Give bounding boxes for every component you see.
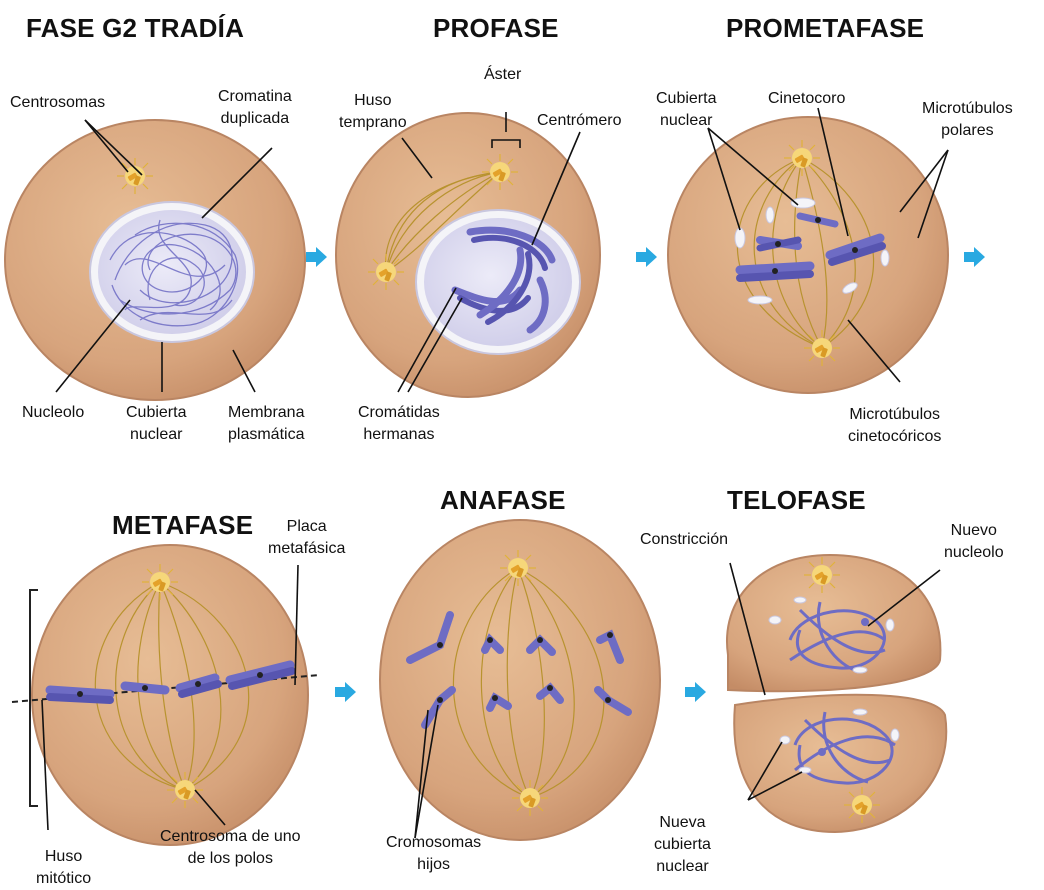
title-profase: PROFASE [433,13,559,44]
centrosome-icon [804,330,840,366]
label-cinetocoro: Cinetocoro [768,88,845,110]
label-nucleolo: Nucleolo [22,402,84,424]
centrosome-icon [142,564,178,600]
arrow-right-icon [964,247,985,267]
metafase-cell [12,545,320,845]
centrosome-icon [512,780,548,816]
anafase-cell [380,520,660,840]
aster-centrosome-icon [482,154,518,190]
title-telofase: TELOFASE [727,485,866,516]
label-constriccion: Constricción [640,529,728,551]
title-prometafase: PROMETAFASE [726,13,924,44]
label-aster: Áster [484,64,521,86]
profase-cell [336,113,600,397]
title-metafase: METAFASE [112,510,253,541]
label-centromero: Centrómero [537,110,621,132]
g2-cell [5,120,305,400]
label-centrosomas: Centrosomas [10,92,105,114]
arrow-right-icon [685,682,706,702]
centrosome-icon [804,557,840,593]
arrow-right-icon [306,247,327,267]
prometafase-cell [668,117,948,393]
arrow-right-icon [335,682,356,702]
centrosome-icon [167,772,203,808]
telofase-cells [727,555,946,832]
arrow-right-icon [636,247,657,267]
title-anafase: ANAFASE [440,485,566,516]
centrosome-icon [117,158,153,194]
centrosome-icon [784,140,820,176]
centrosome-icon [844,787,880,823]
title-g2: FASE G2 TRADÍA [26,13,244,44]
centrosome-icon [500,550,536,586]
centrosome-icon [368,254,404,290]
